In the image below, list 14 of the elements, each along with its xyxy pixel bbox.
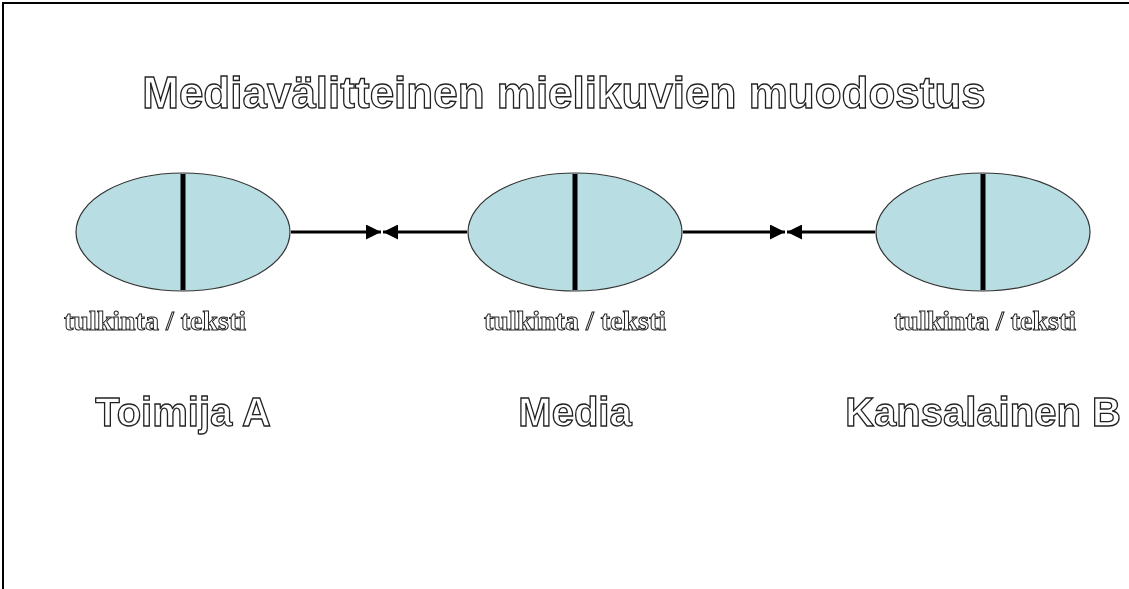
- actor-name: Kansalainen B: [845, 390, 1121, 435]
- ellipse: [75, 172, 291, 292]
- arrow: [383, 224, 467, 240]
- node-caption: tulkinta / teksti: [64, 305, 246, 337]
- node-caption: tulkinta / teksti: [484, 305, 666, 337]
- ellipse: [467, 172, 683, 292]
- actor-name: Media: [518, 390, 632, 435]
- actor-name: Toimija A: [95, 390, 271, 435]
- arrow: [291, 224, 381, 240]
- node-caption: tulkinta / teksti: [894, 305, 1076, 337]
- ellipse: [875, 172, 1091, 292]
- title: Mediavälitteinen mielikuvien muodostus: [142, 68, 986, 118]
- arrow: [787, 224, 875, 240]
- arrow: [683, 224, 785, 240]
